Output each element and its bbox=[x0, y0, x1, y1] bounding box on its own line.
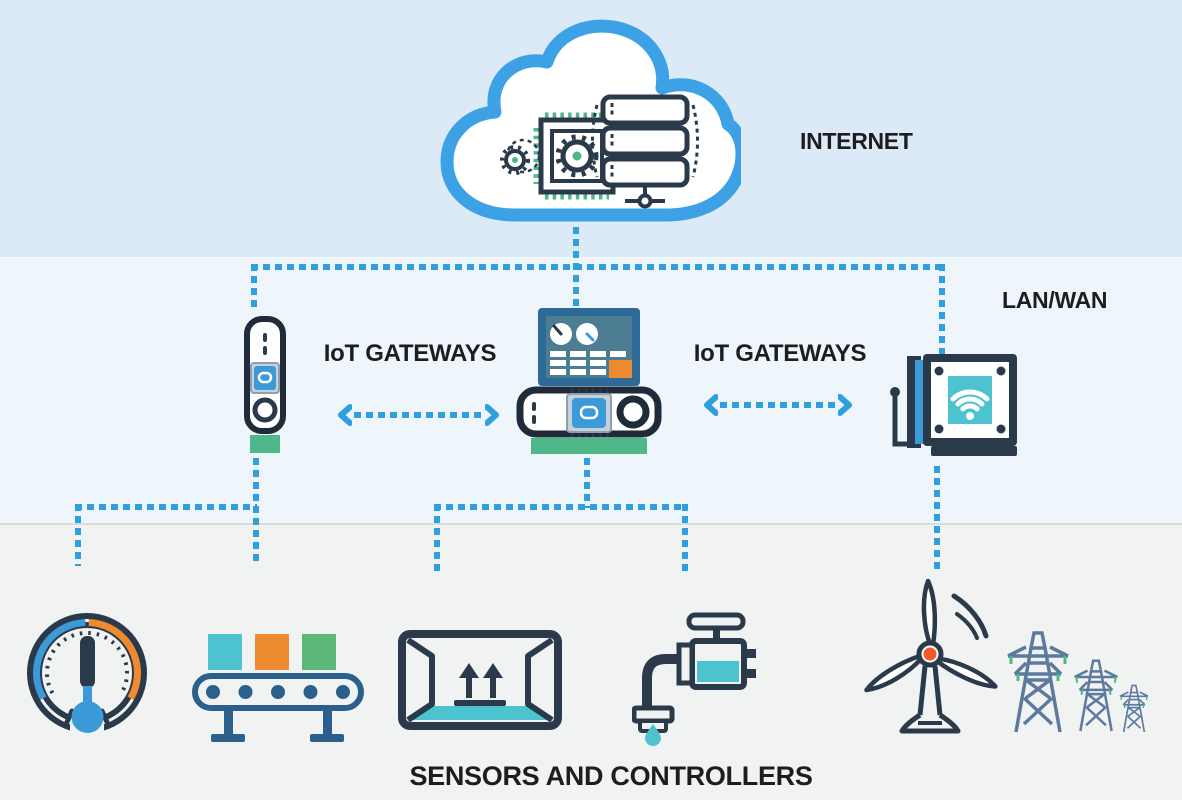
arrow-right-chevron-icon bbox=[838, 394, 852, 416]
link-bus-to-left-gateway bbox=[251, 264, 257, 312]
dashboard-monitor-icon bbox=[538, 308, 640, 386]
cloud-icon bbox=[440, 19, 741, 222]
link-to-valve bbox=[682, 504, 688, 574]
sensors-controllers-label: SENSORS AND CONTROLLERS bbox=[409, 761, 813, 791]
arrow-left-chevron-icon bbox=[704, 394, 718, 416]
link-left-elbow bbox=[75, 504, 257, 510]
gateway-tower-icon bbox=[244, 316, 286, 453]
conveyor-belt-icon bbox=[192, 634, 364, 742]
server-stack-icon bbox=[591, 94, 699, 209]
arrow-right-chevron-icon bbox=[485, 404, 499, 426]
iot-gateways-label-left: IoT GATEWAYS bbox=[323, 340, 497, 367]
internet-label: INTERNET bbox=[800, 128, 913, 154]
gateway-double-arrow-right bbox=[703, 394, 853, 416]
link-right-gateway-down bbox=[934, 466, 940, 570]
link-gateway-bus bbox=[251, 264, 945, 270]
lan-wan-label: LAN/WAN bbox=[1002, 287, 1108, 313]
gateway-double-arrow-left bbox=[337, 404, 500, 426]
water-valve-icon bbox=[632, 612, 756, 746]
link-bus-to-right-gateway bbox=[939, 264, 945, 356]
link-center-gateway-down bbox=[584, 458, 590, 508]
temperature-gauge-icon bbox=[27, 613, 147, 734]
gateway-wireless-icon bbox=[890, 354, 1017, 456]
link-to-gauge bbox=[75, 504, 81, 566]
arrow-dashes bbox=[720, 402, 836, 408]
wind-turbine-icon bbox=[864, 578, 998, 734]
arrow-left-chevron-icon bbox=[338, 404, 352, 426]
sensors-zone bbox=[0, 523, 1182, 800]
link-to-box bbox=[434, 504, 440, 574]
gateway-hmi-icon bbox=[516, 308, 662, 454]
wifi-icon bbox=[950, 389, 990, 420]
package-box-icon bbox=[398, 630, 562, 730]
water-drop-icon bbox=[645, 724, 661, 746]
iot-gateways-label-right: IoT GATEWAYS bbox=[693, 340, 867, 367]
link-left-gateway-down bbox=[253, 458, 259, 566]
arrow-dashes bbox=[354, 412, 483, 418]
up-arrows-icon bbox=[454, 663, 506, 706]
power-towers-icon bbox=[1006, 631, 1148, 734]
link-center-elbow bbox=[434, 504, 688, 510]
